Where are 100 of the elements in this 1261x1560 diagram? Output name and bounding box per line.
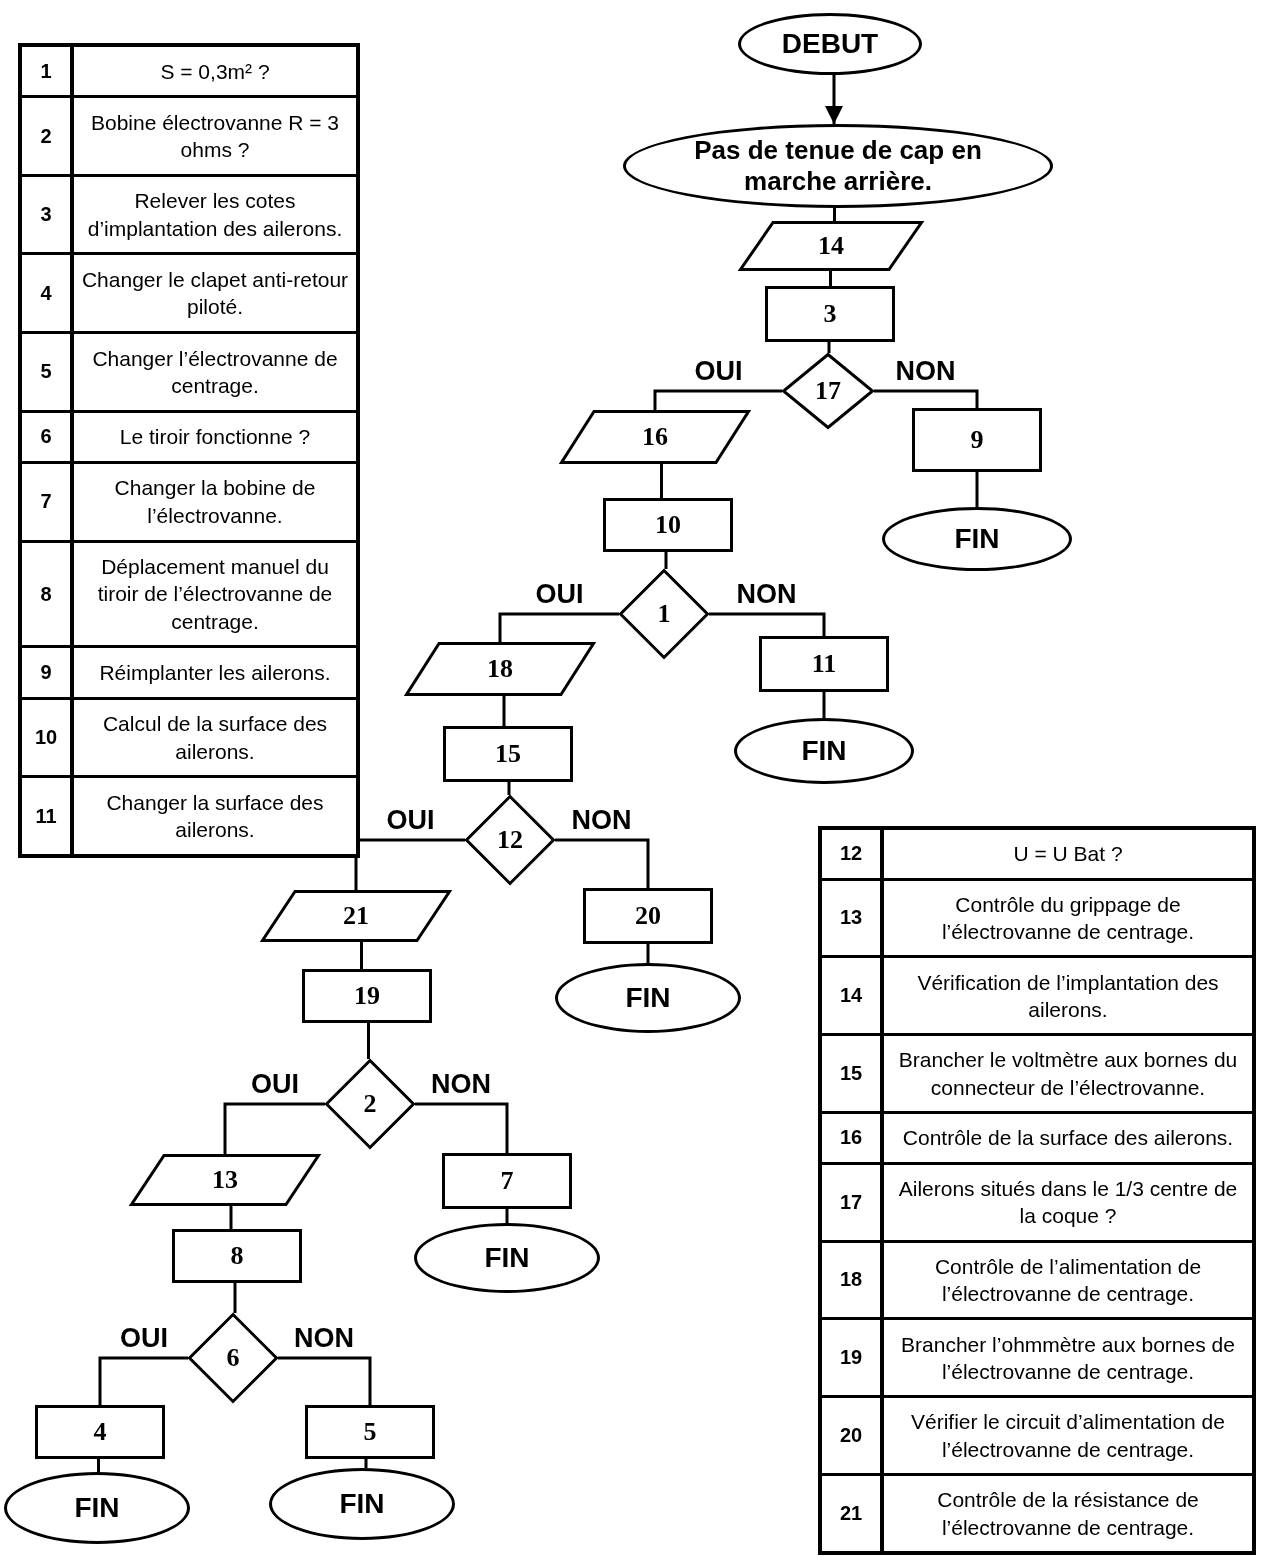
connector-line (415, 1102, 509, 1153)
node-label: DEBUT (781, 27, 879, 61)
step-number: 16 (822, 1111, 884, 1162)
step-description: Ailerons situés dans le 1/3 centre de la coque ? (884, 1161, 1252, 1240)
step-number: 20 (822, 1395, 884, 1474)
connector-line (975, 472, 979, 507)
step-description: S = 0,3m² ? (159, 58, 271, 85)
step-number: 19 (822, 1317, 884, 1396)
connector-line (505, 1209, 509, 1223)
step-number: 15 (822, 1033, 884, 1112)
input-output-parallelogram (405, 642, 595, 696)
connector-line (664, 552, 668, 569)
node-label: 1 (657, 598, 671, 630)
decision-diamond (465, 795, 555, 885)
input-output-parallelogram (739, 221, 923, 271)
step-number: 11 (22, 775, 74, 854)
decision-diamond (782, 353, 874, 429)
node-label: 10 (655, 509, 681, 541)
step-description: Changer le clapet anti-retour piloté. (74, 252, 356, 332)
connector-line (709, 612, 826, 636)
process-box (759, 636, 889, 692)
node-label: FIN (484, 1241, 530, 1275)
step-description: Contrôle de la surface des ailerons. (884, 1111, 1252, 1162)
step-number: 5 (22, 331, 74, 410)
arrow (825, 75, 843, 124)
connector-line (498, 612, 619, 642)
connector-line (233, 1283, 237, 1313)
input-output-parallelogram (560, 410, 750, 464)
connector-line (354, 838, 465, 890)
decision-diamond (188, 1313, 278, 1403)
process-box (603, 498, 733, 552)
step-description: Changer la surface des ailerons. (74, 775, 356, 854)
connector-line (555, 838, 650, 888)
process-box (302, 969, 432, 1023)
step-description: Vérification de l’implantation des ailerons. (884, 955, 1252, 1034)
node-label: 12 (497, 824, 523, 856)
step-number: 4 (22, 252, 74, 332)
step-description: Réimplanter les ailerons. (74, 645, 356, 697)
step-number: 10 (22, 696, 74, 776)
connector-line (829, 271, 832, 286)
node-label: FIN (625, 981, 671, 1015)
step-number: 9 (22, 645, 74, 697)
step-description: Relever les cotes d’implantation des ailerons. (74, 173, 356, 253)
step-number: 18 (822, 1239, 884, 1318)
connector-line (278, 1356, 372, 1405)
step-description: Changer l’électrovanne de centrage. (74, 331, 356, 410)
step-description: Brancher l’ohmmètre aux bornes de l’électrovanne de centrage. (884, 1317, 1252, 1396)
connector-line (827, 342, 831, 353)
connector-line (502, 696, 506, 726)
connector-line (874, 389, 979, 408)
connector-line (223, 1102, 325, 1154)
step-number: 6 (22, 409, 74, 461)
decision-diamond (325, 1059, 415, 1149)
node-label: Pas de tenue de cap en marche arrière. (693, 134, 983, 198)
decision-diamond (619, 569, 709, 659)
node-label: FIN (339, 1487, 385, 1521)
connector-line (364, 1459, 368, 1468)
node-label: 15 (495, 738, 521, 770)
step-description: Contrôle du grippage de l’électrovanne de centrage. (884, 877, 1252, 956)
connector-line (360, 942, 363, 969)
step-number: 2 (22, 95, 74, 174)
node-label: 16 (642, 421, 668, 453)
process-box (912, 408, 1042, 472)
process-box (765, 286, 895, 342)
input-output-parallelogram (261, 890, 451, 942)
input-output-parallelogram (130, 1154, 320, 1206)
node-label: 19 (354, 980, 380, 1012)
connector-line (229, 1206, 233, 1229)
step-description: Bobine électrovanne R = 3 ohms ? (74, 95, 356, 174)
connector-line (97, 1459, 100, 1472)
node-label: 11 (811, 648, 837, 680)
node-label: 7 (500, 1165, 514, 1197)
node-label: 2 (363, 1088, 377, 1120)
step-description: Changer la bobine de l’électrovanne. (74, 460, 356, 540)
step-number: 1 (22, 47, 74, 96)
process-box (305, 1405, 435, 1459)
node-label: 21 (343, 900, 369, 932)
step-number: 3 (22, 173, 74, 253)
step-description: Le tiroir fonctionne ? (74, 409, 356, 461)
node-label: 6 (226, 1342, 240, 1374)
node-label: 9 (970, 424, 984, 456)
connector-line (507, 782, 511, 795)
connector-line (822, 692, 826, 718)
process-box (443, 726, 573, 782)
node-label: 8 (230, 1240, 244, 1272)
step-description: Contrôle de la résistance de l’électrovanne de centrage. (884, 1473, 1252, 1551)
node-label: 17 (815, 375, 841, 407)
step-description: Vérifier le circuit d’alimentation de l’électrovanne de centrage. (884, 1395, 1252, 1474)
node-label: 5 (363, 1416, 377, 1448)
connector-line (653, 389, 782, 410)
step-description: Déplacement manuel du tiroir de l’électrovanne de centrage. (74, 539, 356, 646)
connector-line (646, 944, 650, 963)
process-box (583, 888, 713, 944)
step-description: Calcul de la surface des ailerons. (74, 696, 356, 776)
node-label: 3 (823, 298, 837, 330)
step-number: 14 (822, 955, 884, 1034)
process-box (172, 1229, 302, 1283)
node-label: FIN (954, 522, 1000, 556)
connector-line (98, 1356, 188, 1405)
node-label: FIN (74, 1491, 120, 1525)
